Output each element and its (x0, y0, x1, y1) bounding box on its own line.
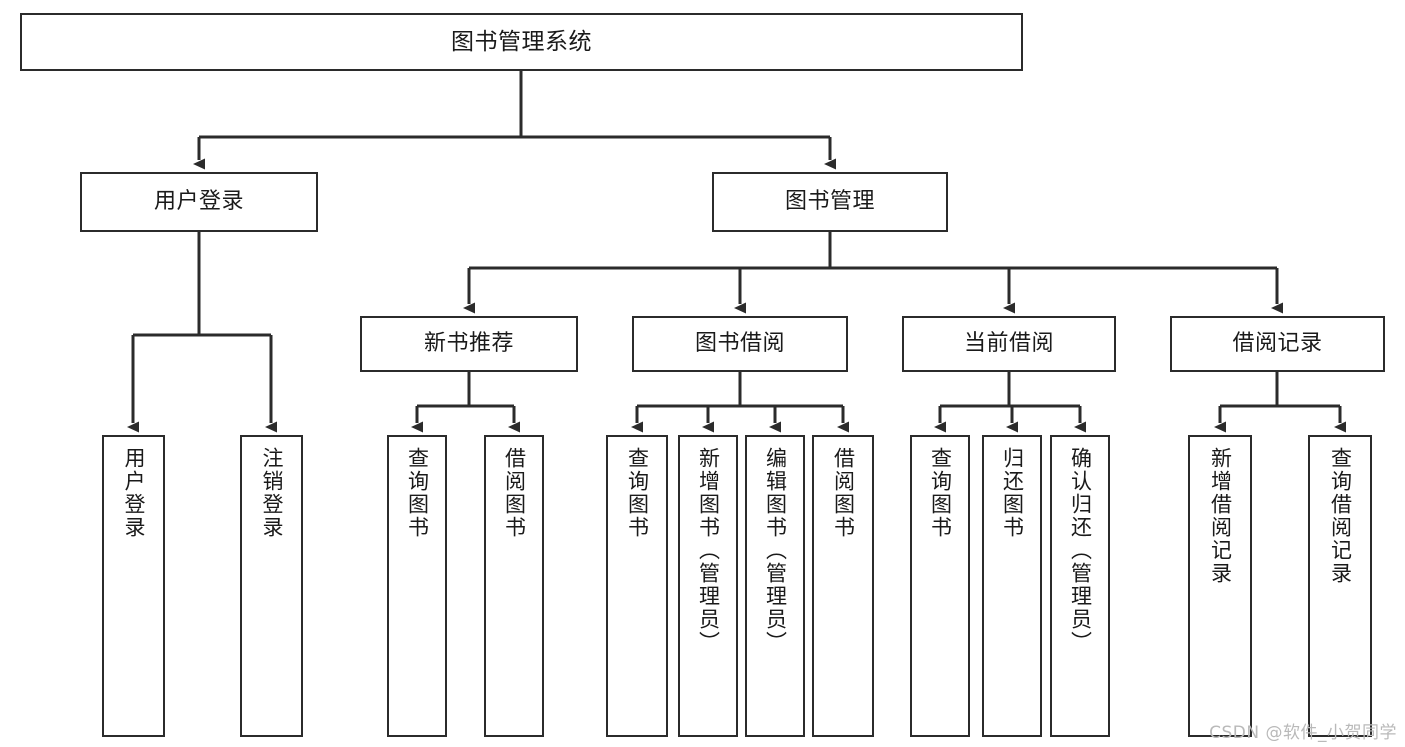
node-leaf-return-book-label: 归还图书 (1000, 447, 1025, 539)
node-leaf-borrow-book-rec-label: 借阅图书 (502, 447, 527, 539)
node-leaf-return-book[interactable]: 归还图书 (982, 435, 1042, 737)
node-user-login[interactable]: 用户登录 (80, 172, 318, 232)
node-leaf-logout[interactable]: 注销登录 (240, 435, 303, 737)
node-user-login-label: 用户登录 (153, 189, 244, 215)
node-root-label: 图书管理系统 (451, 28, 592, 55)
node-book-borrow-label: 图书借阅 (694, 331, 785, 357)
node-new-book-rec[interactable]: 新书推荐 (360, 316, 578, 372)
node-leaf-confirm-return-label: 确认归还（管理员） (1068, 447, 1093, 654)
node-leaf-borrow-book-label: 借阅图书 (831, 447, 856, 539)
node-borrow-record[interactable]: 借阅记录 (1170, 316, 1385, 372)
node-leaf-query-record-label: 查询借阅记录 (1328, 447, 1353, 585)
node-leaf-user-login-label: 用户登录 (121, 447, 146, 539)
watermark: CSDN @软件_小贺同学 (1209, 723, 1397, 743)
node-leaf-query-book-cur[interactable]: 查询图书 (910, 435, 970, 737)
node-leaf-edit-book[interactable]: 编辑图书（管理员） (745, 435, 805, 737)
node-leaf-add-book-label: 新增图书（管理员） (696, 447, 721, 654)
node-leaf-add-book[interactable]: 新增图书（管理员） (678, 435, 738, 737)
node-book-borrow[interactable]: 图书借阅 (632, 316, 848, 372)
node-leaf-query-book-rec-label: 查询图书 (405, 447, 430, 539)
node-leaf-query-book-borrow-label: 查询图书 (625, 447, 650, 539)
node-book-manage-label: 图书管理 (784, 189, 875, 215)
node-root[interactable]: 图书管理系统 (20, 13, 1023, 71)
node-leaf-add-record-label: 新增借阅记录 (1208, 447, 1233, 585)
node-leaf-edit-book-label: 编辑图书（管理员） (763, 447, 788, 654)
node-leaf-query-book-cur-label: 查询图书 (928, 447, 953, 539)
node-leaf-add-record[interactable]: 新增借阅记录 (1188, 435, 1252, 737)
node-leaf-user-login[interactable]: 用户登录 (102, 435, 165, 737)
node-current-borrow[interactable]: 当前借阅 (902, 316, 1116, 372)
node-leaf-borrow-book[interactable]: 借阅图书 (812, 435, 874, 737)
node-leaf-query-record[interactable]: 查询借阅记录 (1308, 435, 1372, 737)
node-leaf-query-book-borrow[interactable]: 查询图书 (606, 435, 668, 737)
node-current-borrow-label: 当前借阅 (963, 331, 1054, 357)
node-book-manage[interactable]: 图书管理 (712, 172, 948, 232)
node-leaf-query-book-rec[interactable]: 查询图书 (387, 435, 447, 737)
node-borrow-record-label: 借阅记录 (1232, 331, 1323, 357)
node-leaf-borrow-book-rec[interactable]: 借阅图书 (484, 435, 544, 737)
node-new-book-rec-label: 新书推荐 (423, 331, 514, 357)
node-leaf-logout-label: 注销登录 (259, 447, 284, 539)
node-leaf-confirm-return[interactable]: 确认归还（管理员） (1050, 435, 1110, 737)
